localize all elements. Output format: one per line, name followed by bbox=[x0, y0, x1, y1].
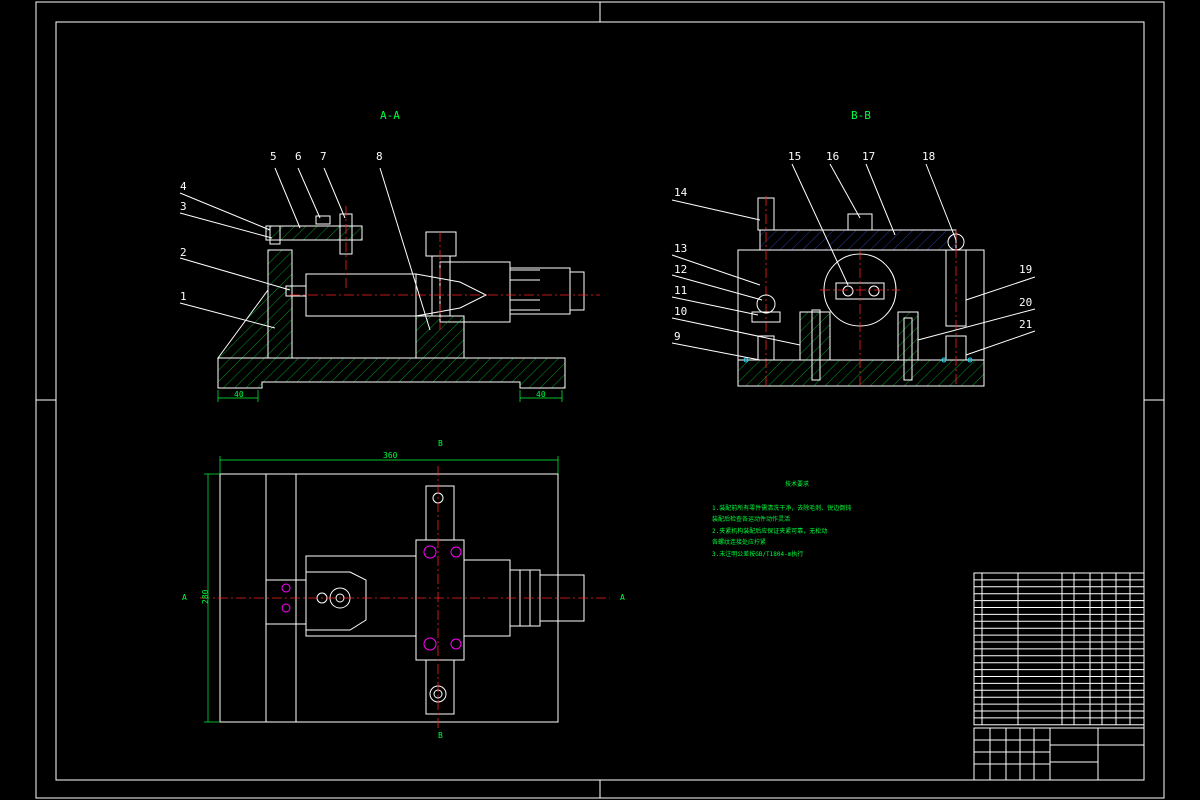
part-label-2: 2 bbox=[180, 246, 187, 259]
view-mark-a-right: A bbox=[620, 593, 625, 602]
dim-left-40: 40 bbox=[234, 390, 244, 399]
part-label-17: 17 bbox=[862, 150, 875, 163]
section-aa-view bbox=[217, 206, 600, 389]
part-label-18: 18 bbox=[922, 150, 935, 163]
part-label-7: 7 bbox=[320, 150, 327, 163]
view-mark-b-bottom: B bbox=[438, 731, 443, 740]
part-label-21: 21 bbox=[1019, 318, 1032, 331]
part-label-4: 4 bbox=[180, 180, 187, 193]
plan-view bbox=[200, 466, 610, 730]
tech-req-line-1: 1.装配前所有零件需清洗干净，去除毛刺、锐边倒钝 bbox=[712, 504, 851, 512]
view-mark-b-top: B bbox=[438, 439, 443, 448]
dim-right-40: 40 bbox=[536, 390, 546, 399]
leaders-bb bbox=[671, 163, 1036, 361]
part-label-9: 9 bbox=[674, 330, 681, 343]
tech-req-line-4: 各螺纹连接处应拧紧 bbox=[712, 538, 766, 546]
part-label-5: 5 bbox=[270, 150, 277, 163]
part-label-3: 3 bbox=[180, 200, 187, 213]
dims-aa bbox=[217, 390, 563, 402]
part-label-13: 13 bbox=[674, 242, 687, 255]
dim-height-280: 280 bbox=[201, 589, 210, 604]
part-label-8: 8 bbox=[376, 150, 383, 163]
view-mark-a-left: A bbox=[182, 593, 187, 602]
part-label-14: 14 bbox=[674, 186, 688, 199]
leaders-aa bbox=[179, 167, 431, 331]
section-bb-title: B-B bbox=[851, 109, 871, 122]
tech-req-line-3: 2.夹紧机构装配后应保证夹紧可靠，无松动 bbox=[712, 527, 827, 535]
section-bb-view bbox=[737, 196, 985, 387]
part-label-20: 20 bbox=[1019, 296, 1032, 309]
part-label-11: 11 bbox=[674, 284, 687, 297]
tech-req-line-2: 装配后检查各运动件动作灵活 bbox=[712, 515, 790, 523]
tech-req-line-5: 3.未注明公差按GB/T1804-m执行 bbox=[712, 550, 803, 558]
part-label-12: 12 bbox=[674, 263, 687, 276]
part-label-10: 10 bbox=[674, 305, 687, 318]
parts-list-table bbox=[973, 572, 1145, 726]
section-aa-title: A-A bbox=[380, 109, 400, 122]
dim-width-360: 360 bbox=[383, 451, 398, 460]
part-label-6: 6 bbox=[295, 150, 302, 163]
part-label-19: 19 bbox=[1019, 263, 1032, 276]
part-label-16: 16 bbox=[826, 150, 839, 163]
part-label-15: 15 bbox=[788, 150, 801, 163]
sheet-border bbox=[35, 1, 1165, 799]
dims-plan bbox=[204, 456, 559, 723]
tech-req-title: 技术要求 bbox=[785, 480, 809, 488]
title-block bbox=[973, 727, 1145, 781]
part-label-1: 1 bbox=[180, 290, 187, 303]
